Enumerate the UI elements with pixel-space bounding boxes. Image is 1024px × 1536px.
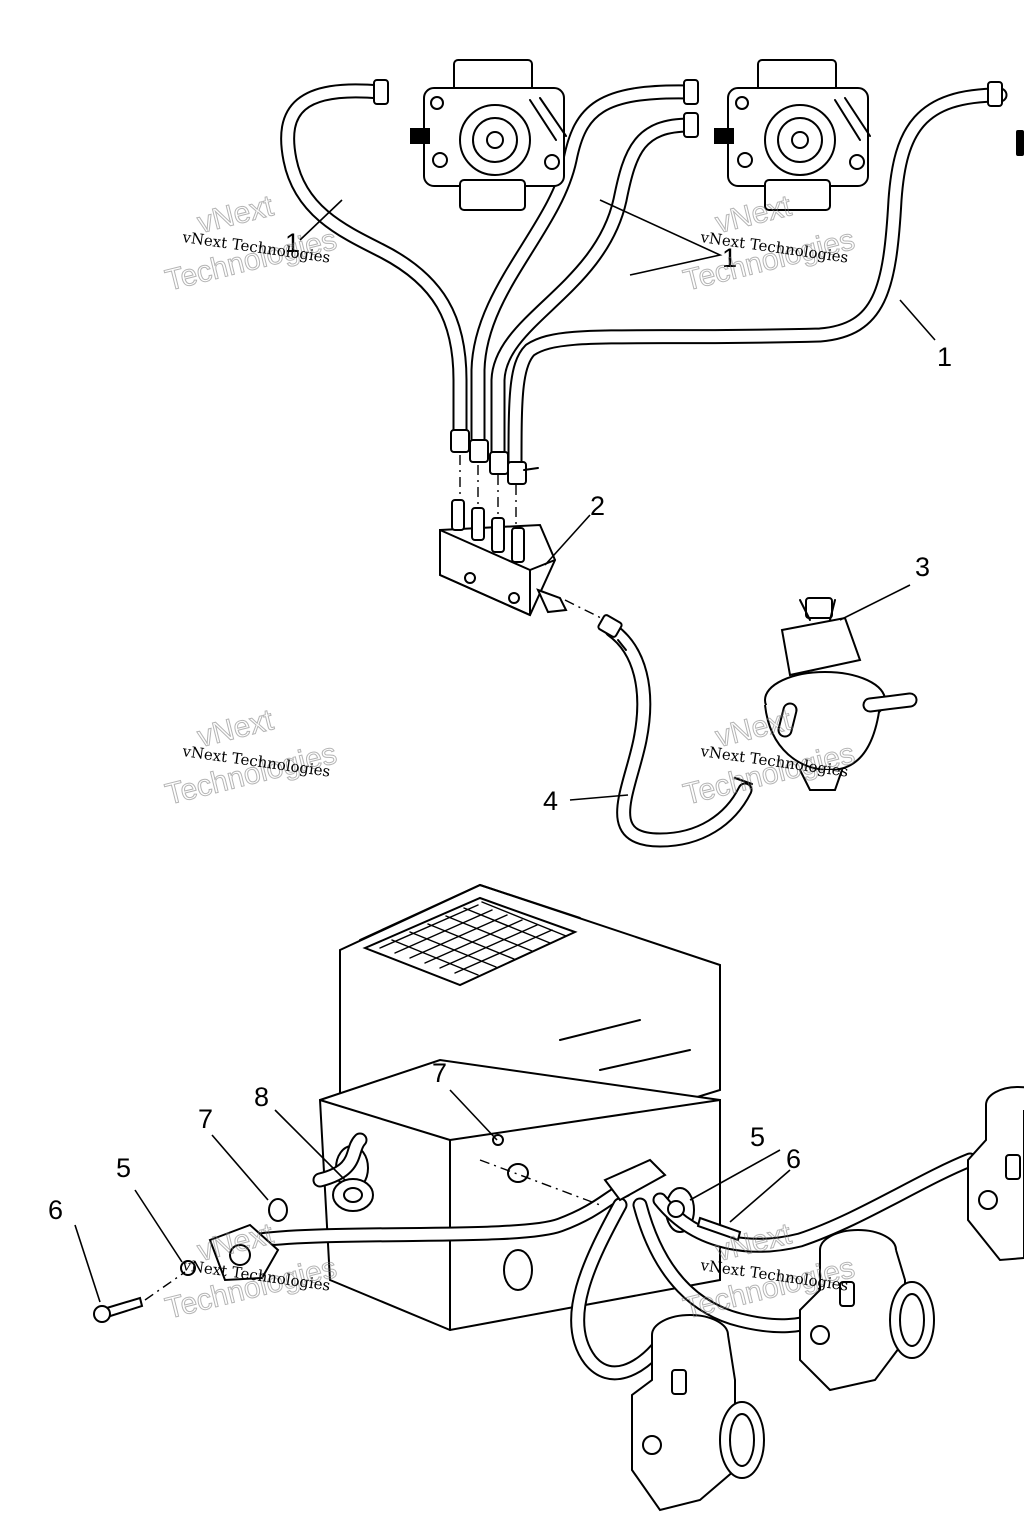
callout-1-middle: 1	[722, 243, 737, 273]
callout-4: 4	[543, 786, 558, 816]
leaders-lower	[74, 1089, 791, 1303]
carburetor-front	[631, 1314, 765, 1512]
throttle-body-left	[410, 59, 567, 211]
callout-7-tank: 7	[432, 1058, 447, 1088]
carburetor-middle	[799, 1229, 935, 1392]
watermark: vNext Technologies vNext Technologies	[680, 189, 859, 298]
callouts-upper: 1 1 1 2 3 4	[285, 228, 952, 816]
callout-6-pump: 6	[48, 1195, 63, 1225]
fuel-manifold	[439, 499, 568, 617]
tank-grille	[379, 901, 567, 976]
watermark: vNext Technologies vNext Technologies	[162, 703, 341, 812]
fuel-hoses	[280, 83, 1008, 485]
oil-pump	[93, 1134, 742, 1323]
oil-lines	[252, 1132, 978, 1381]
alignment-lines	[459, 455, 606, 621]
feed-hose	[597, 614, 753, 848]
callout-3: 3	[915, 552, 930, 582]
fuel-pump	[764, 597, 918, 791]
callout-1-right: 1	[937, 342, 952, 372]
throttle-body-right	[714, 59, 871, 211]
callout-6-carb: 6	[786, 1144, 801, 1174]
upper-assembly: 1 1 1 2 3 4	[280, 59, 1024, 848]
callout-5-pump: 5	[116, 1153, 131, 1183]
lower-assembly: 7 8 7 5 6 5 6	[48, 883, 1024, 1512]
callout-8: 8	[254, 1082, 269, 1112]
callout-1-left: 1	[285, 228, 300, 258]
callout-7-pump: 7	[198, 1104, 213, 1134]
hose-clamps	[373, 79, 1024, 156]
callout-2: 2	[590, 491, 605, 521]
leaders-upper	[299, 199, 936, 801]
callout-5-carb: 5	[750, 1122, 765, 1152]
carburetor-rear	[967, 1086, 1024, 1262]
callouts-lower: 7 8 7 5 6 5 6	[48, 1058, 801, 1225]
